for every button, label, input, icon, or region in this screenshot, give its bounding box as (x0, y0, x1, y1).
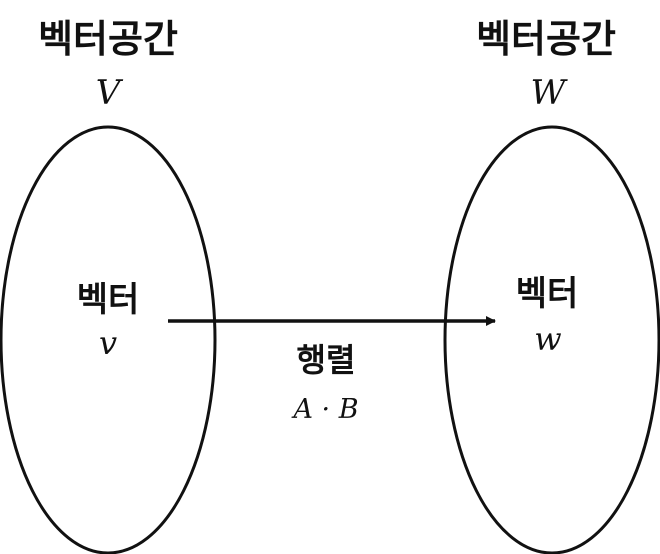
right-space-title: 벡터공간 (476, 17, 616, 61)
left-space-title: 벡터공간 (38, 17, 178, 61)
right-vector-label: 벡터 (515, 274, 579, 314)
left-space-symbol: V (95, 73, 121, 113)
right-vector-symbol: w (534, 320, 562, 358)
left-vector-label: 벡터 (76, 280, 140, 320)
vector-space-v-ellipse (0, 125, 217, 554)
right-space-symbol: W (530, 73, 566, 113)
mapping-expression: A · B (293, 394, 359, 425)
vector-space-w-ellipse (443, 125, 660, 554)
left-vector-symbol: v (98, 324, 118, 362)
mapping-label: 행렬 (296, 341, 356, 379)
